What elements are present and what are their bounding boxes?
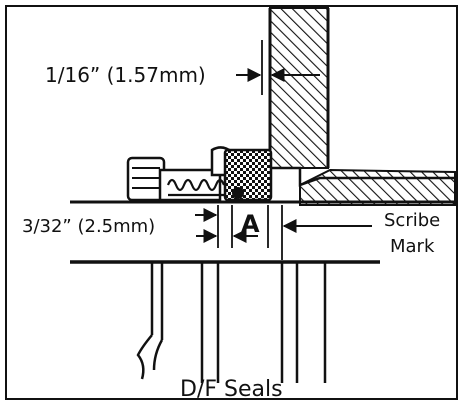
lower-dimensions bbox=[195, 205, 372, 260]
o-ring bbox=[232, 187, 244, 199]
dimension-a-label: A bbox=[241, 210, 260, 238]
top-dimension-label: 1/16” (1.57mm) bbox=[45, 63, 206, 87]
seal-face bbox=[223, 148, 273, 202]
scribe-mark-label-2: Mark bbox=[390, 236, 435, 257]
shaft-body bbox=[136, 262, 327, 383]
seal-collar bbox=[126, 146, 234, 202]
gland-housing bbox=[268, 7, 456, 206]
scribe-mark-label-1: Scribe bbox=[384, 210, 440, 231]
frame-border bbox=[5, 5, 458, 400]
diagram-caption: D/F Seals bbox=[180, 377, 283, 402]
left-dimension-label: 3/32” (2.5mm) bbox=[22, 216, 155, 237]
seal-spring bbox=[166, 178, 232, 197]
top-dimension bbox=[236, 40, 320, 95]
